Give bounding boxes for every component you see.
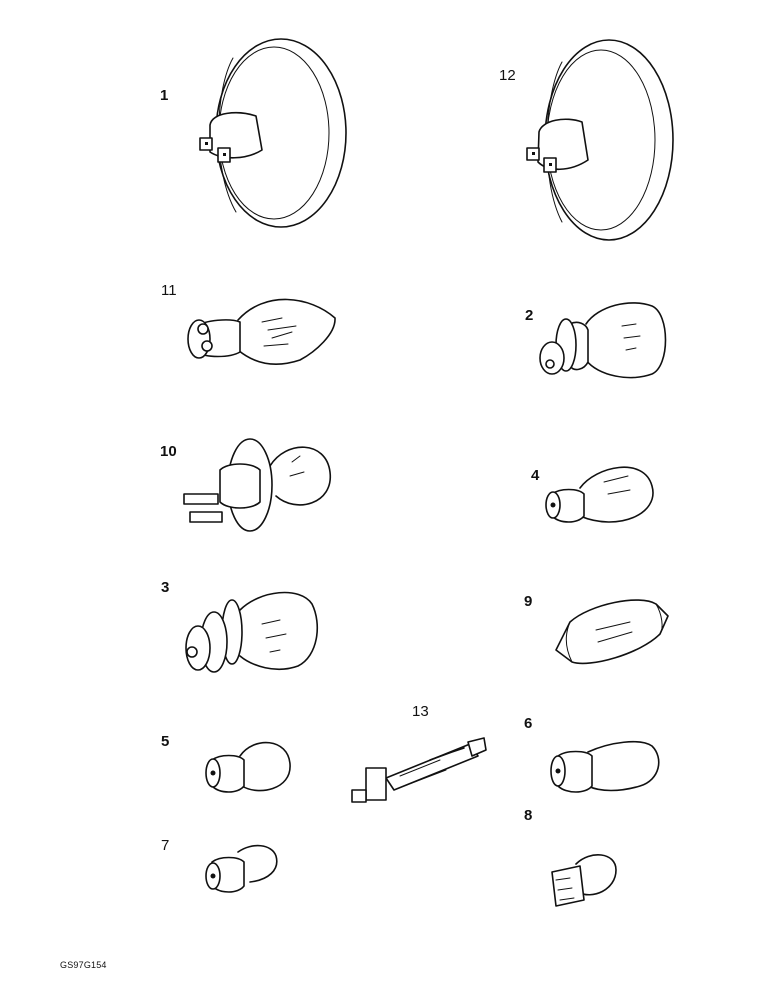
bulb-8-wedge [551,854,617,907]
bulb-2-prefocus [539,302,667,379]
callout-8: 8 [524,807,533,824]
callout-1: 1 [160,87,169,104]
bulb-1-sealed-beam [199,38,347,228]
callout-4: 4 [531,467,540,484]
bulb-6-tubular [550,740,660,793]
callout-9: 9 [524,593,533,610]
callout-11: 11 [161,282,177,299]
callout-10: 10 [160,443,177,460]
bulb-11-pointed [187,298,336,365]
bulb-7-small [205,844,278,893]
bulb-13-halogen [351,737,487,803]
bulb-4-bayonet [545,466,654,523]
callout-13: 13 [412,703,429,720]
callout-5: 5 [161,733,170,750]
callout-7: 7 [161,837,170,854]
callout-6: 6 [524,715,533,732]
bulb-10-flanged [183,438,331,532]
bulb-12-sealed-beam [526,39,674,241]
figure-code: GS97G154 [60,960,107,970]
bulb-5-round [205,741,291,793]
callout-3: 3 [161,579,170,596]
callout-2: 2 [525,307,534,324]
callout-12: 12 [499,67,516,84]
bulb-9-festoon [555,599,669,665]
bulb-3-prefocus [185,591,319,673]
